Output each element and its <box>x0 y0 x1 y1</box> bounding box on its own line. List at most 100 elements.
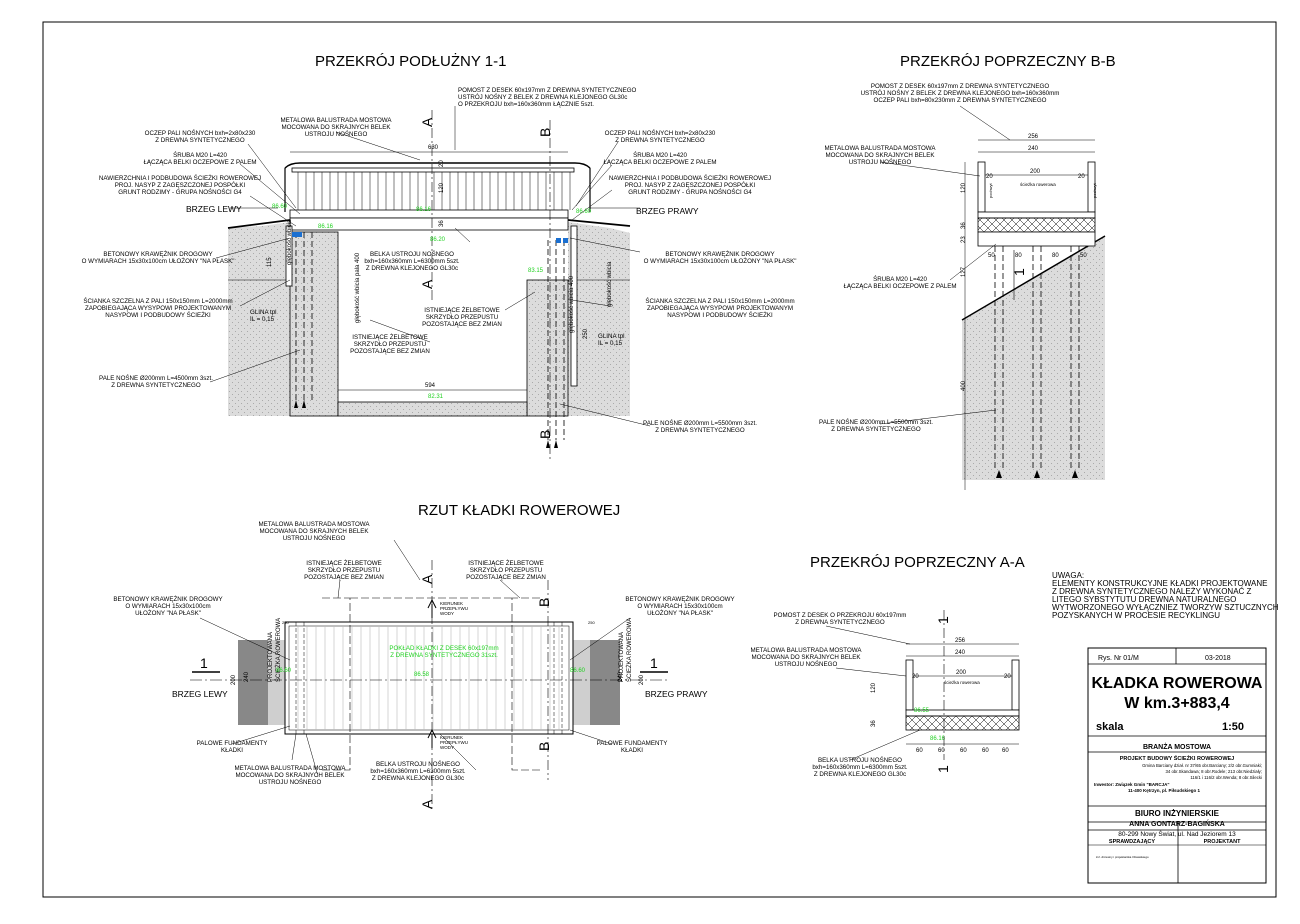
tb-detail-2: 34 obr.Skandawa; 8 obr.Rodele; 213 obr.N… <box>1165 769 1262 774</box>
aa-marker-bottom: 1 <box>935 765 951 773</box>
plan-marker-b-bottom: B <box>536 742 552 751</box>
bb-piles <box>994 246 1080 470</box>
plan-railing-bot-1: METALOWA BALUSTRADA MOSTOWA <box>234 765 346 772</box>
dim-beam-h: 36 <box>439 220 445 227</box>
bearing-piles-right <box>547 240 565 440</box>
svg-text:USTRÓJ NOŚNY Z BELEK Z DREWNA: USTRÓJ NOŚNY Z BELEK Z DREWNA KLEJONEGO … <box>458 93 627 101</box>
longitudinal-title: PRZEKRÓJ PODŁUŻNY 1-1 <box>315 52 506 70</box>
bb-s1: 20 <box>986 174 993 180</box>
culvert-wall-left <box>289 231 339 417</box>
plan-culvert-l-2: SKRZYDŁO PRZEPUSTU <box>308 567 381 574</box>
cross-section-aa: PRZEKRÓJ POPRZECZNY A-A 256 240 200 20 2… <box>750 554 1024 778</box>
bb-post-r-label: pochwyt <box>1092 182 1097 198</box>
bb-beams <box>977 217 1096 233</box>
aa-marker-top: 1 <box>935 616 951 624</box>
dim-rail-h: 120 <box>439 182 445 193</box>
tb-address: 80-299 Nowy Świat, ul. Nad Jeziorem 13 <box>1118 829 1236 838</box>
aa-beam-3: Z DREWNA KLEJONEGO GL30c <box>814 771 906 778</box>
dim-right: 250 <box>583 328 589 339</box>
svg-text:PALE NOŚNE Ø200mm L=5500mm 3sz: PALE NOŚNE Ø200mm L=5500mm 3szt. <box>643 419 757 427</box>
sheet-frame <box>42 21 1277 898</box>
plan-marker-a-bottom: A <box>419 799 435 809</box>
sheet-pile-right <box>570 225 578 387</box>
aa-s-r: 20 <box>1004 674 1011 680</box>
plan-dim-qr: 250 <box>588 620 595 625</box>
depth-right-pile: głębokość wbicia 400 <box>569 275 575 333</box>
svg-text:GLINA tpl: GLINA tpl <box>250 309 276 316</box>
svg-text:GRUNT RODZIMY - GRUPA NOŚNOŚCI: GRUNT RODZIMY - GRUPA NOŚNOŚCI G4 <box>118 188 242 196</box>
svg-text:Z DREWNA SYNTETYCZNEGO: Z DREWNA SYNTETYCZNEGO <box>155 137 245 144</box>
plan-curb-r-2: O WYMIARACH 15x30x100cm <box>637 603 722 610</box>
aa-deck-2: Z DREWNA SYNTETYCZNEGO <box>795 619 885 626</box>
plan-dim-wr: 200 <box>639 674 645 685</box>
culvert-wall-right <box>526 279 569 417</box>
plan-beam-1: BELKA USTROJU NOŚNEGO <box>376 760 460 768</box>
longitudinal-labels: POMOST Z DESEK 60x197mm Z DREWNA SYNTETY… <box>82 87 797 434</box>
aa-path: ścieżka rowerowa <box>944 680 980 685</box>
plan-marker-1-right: 1 <box>650 655 658 671</box>
plan-view: RZUT KŁADKI ROWEROWEJ PROJEKTOWANA ŚCIEŻ… <box>113 502 735 810</box>
svg-text:POMOST Z DESEK 60x197mm Z DREW: POMOST Z DESEK 60x197mm Z DREWNA SYNTETY… <box>871 83 1050 90</box>
flow-top-1: KIERUNEK <box>440 601 463 606</box>
railing-handrail <box>284 162 591 169</box>
plan-culvert-r-3: POZOSTAJĄCE BEZ ZMIAN <box>466 574 546 581</box>
plan-elev-l: 86.60 <box>276 668 292 674</box>
aa-w2: 240 <box>955 650 966 656</box>
aa-w1: 256 <box>955 638 966 644</box>
cross-bb-title: PRZEKRÓJ POPRZECZNY B-B <box>900 53 1116 70</box>
svg-text:IL = 0,15: IL = 0,15 <box>598 340 623 347</box>
aa-p3: 60 <box>960 748 967 754</box>
tb-scale-label: skala <box>1096 721 1124 733</box>
plan-path-left <box>238 640 268 725</box>
plan-title: RZUT KŁADKI ROWEROWEJ <box>418 502 620 519</box>
elev-1: 86.60 <box>272 204 288 210</box>
marker-b-top: B <box>537 128 553 137</box>
plan-bank-left: BRZEG LEWY <box>172 689 228 699</box>
plan-elev-r: 86.60 <box>570 668 586 674</box>
tb-detail-1: Gmina Barciany dział. nr 37/65 obr.Barci… <box>1142 763 1262 768</box>
tb-detail-3: 116/1 i 116/2 obr.Wenda; 8 obr.Silecki <box>1190 775 1262 780</box>
svg-text:POMOST Z DESEK 60x197mm Z DREW: POMOST Z DESEK 60x197mm Z DREWNA SYNTETY… <box>458 87 637 94</box>
aa-p1: 60 <box>916 748 923 754</box>
svg-text:METALOWA BALUSTRADA MOSTOWA: METALOWA BALUSTRADA MOSTOWA <box>824 145 936 152</box>
plan-culvert-l-3: POZOSTAJĄCE BEZ ZMIAN <box>304 574 384 581</box>
plan-culvert <box>322 597 540 771</box>
note-line-3: LITEGO SYBSTYTUTU DREWNA NATURALNEGO <box>1052 595 1236 604</box>
svg-text:SKRZYDŁO PRZEPUSTU: SKRZYDŁO PRZEPUSTU <box>426 314 499 321</box>
aa-p4: 60 <box>982 748 989 754</box>
marker-b-bottom: B <box>537 430 553 439</box>
plan-railing-top-1: METALOWA BALUSTRADA MOSTOWA <box>258 521 370 528</box>
bb-h2: 36 <box>961 222 967 229</box>
svg-text:PALE NOŚNE Ø200mm L=5500mm 3sz: PALE NOŚNE Ø200mm L=5500mm 3szt. <box>819 418 933 426</box>
svg-text:PROJ. NASYP Z ZAGĘSZCZONEJ POS: PROJ. NASYP Z ZAGĘSZCZONEJ POSPÓŁKI <box>625 182 756 189</box>
plan-marker-a-top: A <box>419 574 435 584</box>
marker-a-top: A <box>419 117 435 127</box>
plan-found-r-1: PALOWE FUNDAMENTY <box>597 740 668 747</box>
svg-text:ŁĄCZĄCA BELKI OCZEPOWE Z PALEM: ŁĄCZĄCA BELKI OCZEPOWE Z PALEM <box>143 159 256 166</box>
svg-text:O WYMIARACH 15x30x100cm UŁOŻON: O WYMIARACH 15x30x100cm UŁOŻONY "NA PŁAS… <box>644 258 797 265</box>
main-beam <box>289 217 569 231</box>
bolt-right <box>556 238 561 243</box>
dim-span: 630 <box>428 145 439 151</box>
tb-office1: BIURO INŻYNIERSKIE <box>1135 809 1220 818</box>
bb-path: ścieżka rowerowa <box>1020 182 1056 187</box>
plan-found-l-2: KŁADKI <box>221 747 243 754</box>
elev-5: 86.60 <box>576 209 592 215</box>
bearing-piles-left <box>295 232 313 400</box>
bb-p4: 50 <box>1080 253 1087 259</box>
tb-investor-2: 11-400 Kętrzyn, pl. Piłsudskiego 1 <box>1128 788 1201 793</box>
svg-text:ŚRUBA M20 L=420: ŚRUBA M20 L=420 <box>633 151 687 159</box>
aa-railing-1: METALOWA BALUSTRADA MOSTOWA <box>750 647 862 654</box>
dim-deck-h: 20 <box>439 160 445 167</box>
flow-bot-2: PRZEPŁYWU <box>440 740 468 745</box>
aa-beam-1: BELKA USTROJU NOŚNEGO <box>818 756 902 764</box>
aa-h2: 36 <box>871 720 877 727</box>
plan-marker-b-top: B <box>536 598 552 607</box>
tb-office2: ANNA GONTARZ-BAGIŃSKA <box>1129 819 1225 828</box>
svg-text:bxh=160x360mm L=6300mm 5szt.: bxh=160x360mm L=6300mm 5szt. <box>364 258 460 265</box>
note-heading: UWAGA: <box>1052 571 1084 580</box>
bb-deck <box>977 211 1096 219</box>
svg-text:BELKA USTROJU NOŚNEGO: BELKA USTROJU NOŚNEGO <box>370 250 454 258</box>
aa-railing-3: USTROJU NOŚNEGO <box>775 660 838 668</box>
aa-beam-2: bxh=160x360mm L=6300mm 5szt. <box>812 764 908 771</box>
